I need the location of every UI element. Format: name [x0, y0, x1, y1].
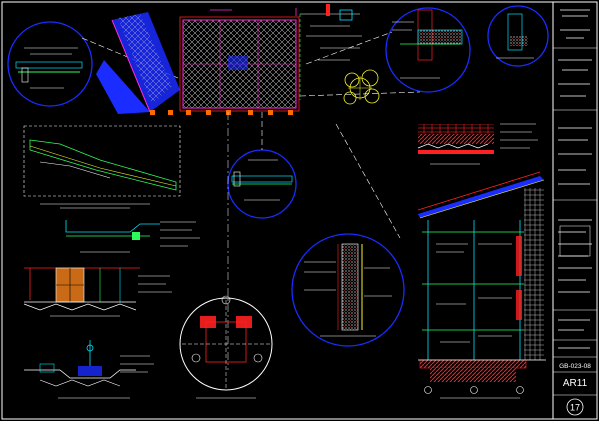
sheet-number: 17 — [570, 403, 580, 413]
drain-detail-bottom-left — [24, 340, 154, 399]
detail-bubble-wall-section — [291, 233, 405, 347]
building-section-right — [417, 171, 546, 399]
detail-bubble-top-right-a — [385, 7, 471, 93]
roof-plan — [96, 4, 362, 115]
leader-top-right — [305, 31, 393, 65]
sheet-id: AR11 — [563, 378, 588, 389]
step-detail-left — [65, 220, 200, 253]
drawing-code: GB-023-08 — [559, 363, 591, 370]
detail-bubble-center — [227, 149, 297, 219]
brick-detail-strip — [417, 123, 538, 165]
door-elevation-left — [23, 267, 172, 317]
tree-symbol — [343, 69, 380, 105]
leader-top-right-2 — [299, 91, 421, 97]
detail-bubble-top-right-b — [487, 5, 549, 67]
leader-wall-section — [335, 123, 401, 239]
detail-bubble-top-left — [7, 21, 93, 107]
title-block: GB-023-08 AR11 17 — [552, 1, 598, 420]
sheet-number-circle — [566, 398, 584, 416]
detail-bubble-bottom-center — [179, 295, 273, 399]
section-box-left-mid — [23, 125, 181, 209]
